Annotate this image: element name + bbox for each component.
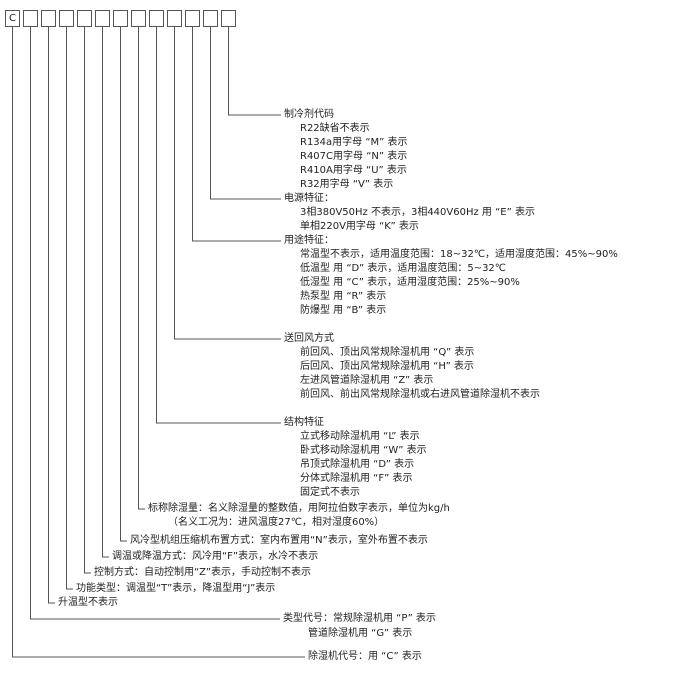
item-subline: 常温型不表示，适用温度范围：18~32℃，适用湿度范围：45%~90% xyxy=(300,249,618,260)
item-subline: 单相220V用字母 “K” 表示 xyxy=(300,221,419,232)
item-subline: 左进风管道除湿机用 “Z” 表示 xyxy=(300,375,434,386)
code-box-5 xyxy=(77,10,92,27)
connector-line-8 xyxy=(138,27,145,510)
item-subline: 立式移动除湿机用 “L” 表示 xyxy=(300,431,420,442)
connector-line-9 xyxy=(156,27,281,424)
code-box-7 xyxy=(113,10,128,27)
item-label-refrigerant-code: 制冷剂代码 xyxy=(284,109,334,120)
item-label-structure-feature: 结构特征 xyxy=(284,417,324,428)
item-subline: 后回风、顶出风常规除湿机用 “H” 表示 xyxy=(300,361,474,372)
item-subline: 固定式不表示 xyxy=(300,487,360,498)
connector-line-1 xyxy=(12,27,305,658)
code-box-3 xyxy=(41,10,56,27)
connector-line-5 xyxy=(84,27,91,574)
item-label-nominal-capacity: 标称除湿量：名义除湿量的整数值，用阿拉伯数字表示，单位为kg/h xyxy=(148,503,450,514)
item-label-function-type: 功能类型：调温型“T”表示，降温型用“J”表示 xyxy=(76,583,276,594)
item-subline: 低湿型 用 “C” 表示，适用湿度范围：25%~90% xyxy=(300,277,520,288)
item-subline: 低温型 用 “D” 表示，适用温度范围：5~32℃ xyxy=(300,263,507,274)
item-label-control-mode: 控制方式：自动控制用“Z”表示，手动控制不表示 xyxy=(94,567,312,578)
item-subline: 卧式移动除湿机用 “W” 表示 xyxy=(300,445,427,456)
item-label-power-feature: 电源特征： xyxy=(284,193,334,204)
item-label-dehumidifier-code: 除湿机代号：用 “C” 表示 xyxy=(308,651,422,662)
code-box-13 xyxy=(221,10,236,27)
item-subline: 3相380V50Hz 不表示，3相440V60Hz 用 “E” 表示 xyxy=(300,207,535,218)
item-subline: 热泵型 用 “R” 表示 xyxy=(300,291,387,302)
code-box-1: C xyxy=(5,10,20,27)
item-subline: R22缺省不表示 xyxy=(300,123,370,134)
connector-line-4 xyxy=(66,27,73,590)
connector-line-6 xyxy=(102,27,109,558)
code-box-11 xyxy=(185,10,200,27)
connector-line-3 xyxy=(48,27,55,604)
connector-line-7 xyxy=(120,27,127,542)
item-subline: 前回风、前出风常规除湿机或右进风管道除湿机不表示 xyxy=(300,389,540,400)
item-subline: R32用字母 “V” 表示 xyxy=(300,179,394,190)
item-label-type-code: 类型代号：常规除湿机用 “P” 表示 xyxy=(283,613,436,624)
connector-line-11 xyxy=(192,27,281,242)
code-box-4 xyxy=(59,10,74,27)
item-label-heating-type-note: 升温型不表示 xyxy=(58,597,118,608)
connector-line-2 xyxy=(30,27,280,620)
item-subline: 防爆型 用 “B” 表示 xyxy=(300,305,387,316)
item-subline: 吊顶式除湿机用 “D” 表示 xyxy=(300,459,415,470)
code-box-10 xyxy=(167,10,182,27)
item-label-application-feature: 用途特征： xyxy=(284,235,334,246)
item-subline: 分体式除湿机用 “F” 表示 xyxy=(300,473,413,484)
item-subline: 管道除湿机用 “G” 表示 xyxy=(308,628,413,639)
code-box-12 xyxy=(203,10,218,27)
code-box-6 xyxy=(95,10,110,27)
connector-line-12 xyxy=(210,27,281,200)
item-subline: R134a用字母 “M” 表示 xyxy=(300,137,408,148)
item-subline: （名义工况为：进风温度27℃，相对湿度60%） xyxy=(168,517,385,528)
item-label-cooling-mode: 调温或降温方式：风冷用“F”表示，水冷不表示 xyxy=(112,551,319,562)
connector-line-10 xyxy=(174,27,281,340)
code-box-2 xyxy=(23,10,38,27)
item-label-air-flow-mode: 送回风方式 xyxy=(284,333,334,344)
connector-line-13 xyxy=(228,27,281,116)
item-subline: R410A用字母 “U” 表示 xyxy=(300,165,407,176)
code-box-9 xyxy=(149,10,164,27)
code-box-8 xyxy=(131,10,146,27)
item-label-compressor-layout: 风冷型机组压缩机布置方式：室内布置用“N”表示，室外布置不表示 xyxy=(130,535,428,546)
item-subline: 前回风、顶出风常规除湿机用 “Q” 表示 xyxy=(300,347,475,358)
item-subline: R407C用字母 “N” 表示 xyxy=(300,151,408,162)
